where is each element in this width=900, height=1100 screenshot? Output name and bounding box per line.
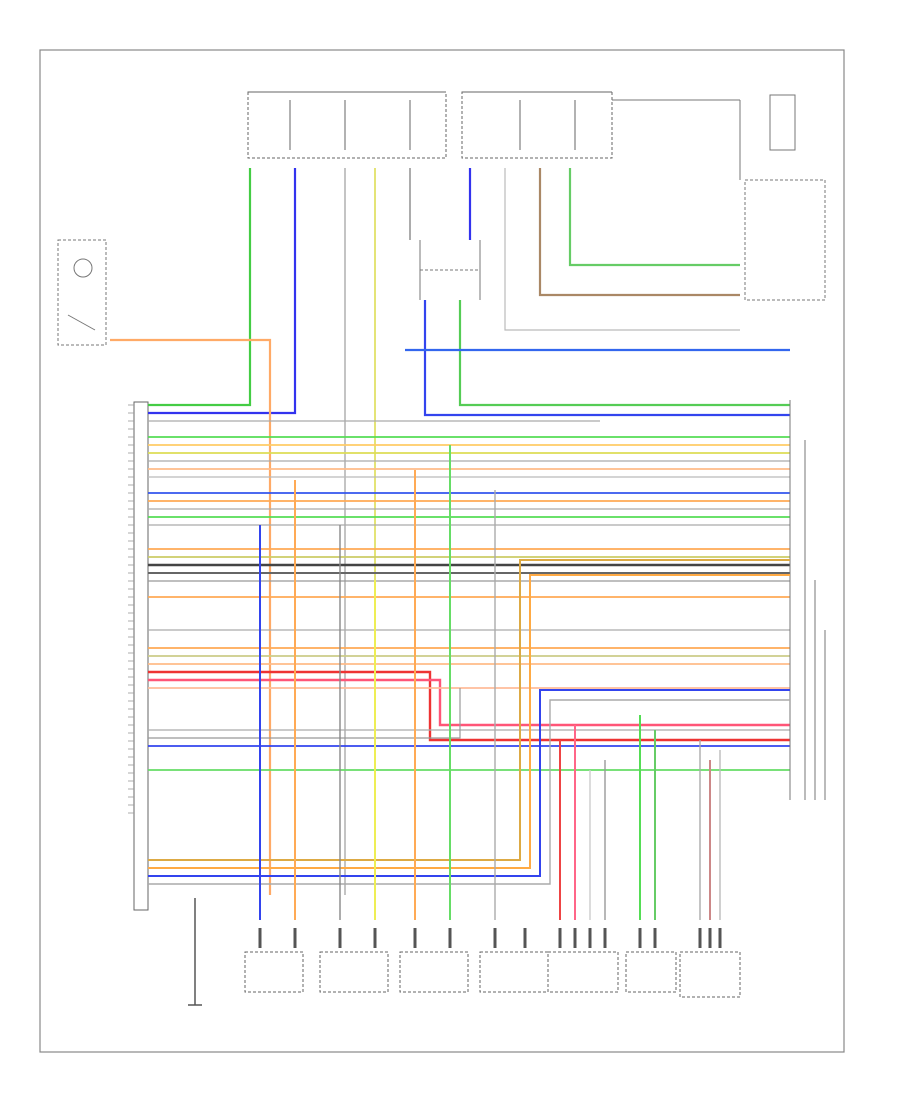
top-right-relay — [769, 94, 796, 151]
middle-switch — [419, 240, 481, 300]
sensor-box-7 — [679, 951, 741, 998]
sensor-box-5 — [547, 951, 619, 993]
ecu-connector — [133, 401, 149, 911]
sensor-box-4 — [479, 951, 549, 993]
brake-switch — [57, 239, 107, 346]
ecu-block — [128, 401, 149, 911]
sensor-box-3 — [399, 951, 469, 993]
sensor-box-2 — [319, 951, 389, 993]
sensor-box-6 — [625, 951, 677, 993]
right-connector-stack — [789, 400, 826, 800]
horizontal-bus-wires — [148, 420, 790, 771]
fuse-box-group — [247, 91, 613, 159]
lower-vertical-wires — [148, 445, 790, 920]
diagram-border — [39, 49, 845, 1053]
fuse-box-left — [247, 91, 447, 159]
ground-symbol — [188, 898, 202, 1006]
sensor-boxes — [244, 951, 741, 998]
ecu-pin-labels — [128, 404, 134, 814]
sensor-box-1 — [244, 951, 304, 993]
upper-vertical-wires — [110, 168, 790, 895]
sensor-connector-ticks — [258, 928, 722, 948]
fuse-box-right — [461, 91, 613, 159]
instrument-cluster-group — [612, 94, 826, 301]
instrument-cluster-box — [744, 179, 826, 301]
